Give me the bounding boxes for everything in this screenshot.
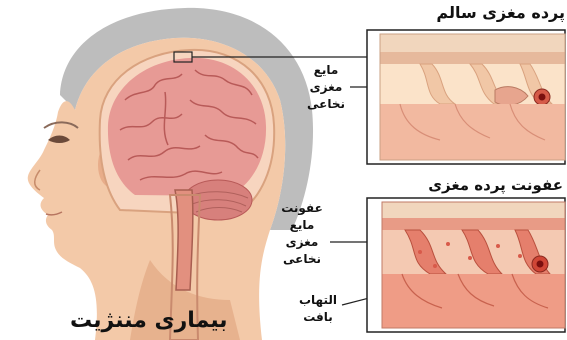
csf-healthy-line-3: نخاعی — [304, 96, 348, 113]
csf-infected-line-1: عفونت — [278, 200, 326, 217]
healthy-meninges-panel — [367, 30, 565, 164]
csf-infected-line-3: مغزی — [278, 234, 326, 251]
infected-meninges-title: عفونت پرده مغزی — [428, 176, 563, 194]
csf-healthy-line-2: مغزی — [304, 79, 348, 96]
healthy-meninges-title: پرده مغزی سالم — [436, 3, 565, 22]
head-illustration — [28, 8, 313, 340]
page-title: بیماری مننژیت — [70, 308, 228, 333]
csf-healthy-line-1: مایع — [304, 62, 348, 79]
infected-meninges-panel — [367, 198, 565, 332]
csf-healthy-label: مایع مغزی نخاعی — [304, 62, 348, 113]
csf-infected-line-2: مایع — [278, 217, 326, 234]
tissue-line-2: بافت — [296, 309, 340, 326]
tissue-inflammation-label: التهاب بافت — [296, 292, 340, 326]
csf-infected-label: عفونت مایع مغزی نخاعی — [278, 200, 326, 268]
spinal-cord — [175, 190, 193, 290]
csf-infected-line-4: نخاعی — [278, 251, 326, 268]
tissue-line-1: التهاب — [296, 292, 340, 309]
